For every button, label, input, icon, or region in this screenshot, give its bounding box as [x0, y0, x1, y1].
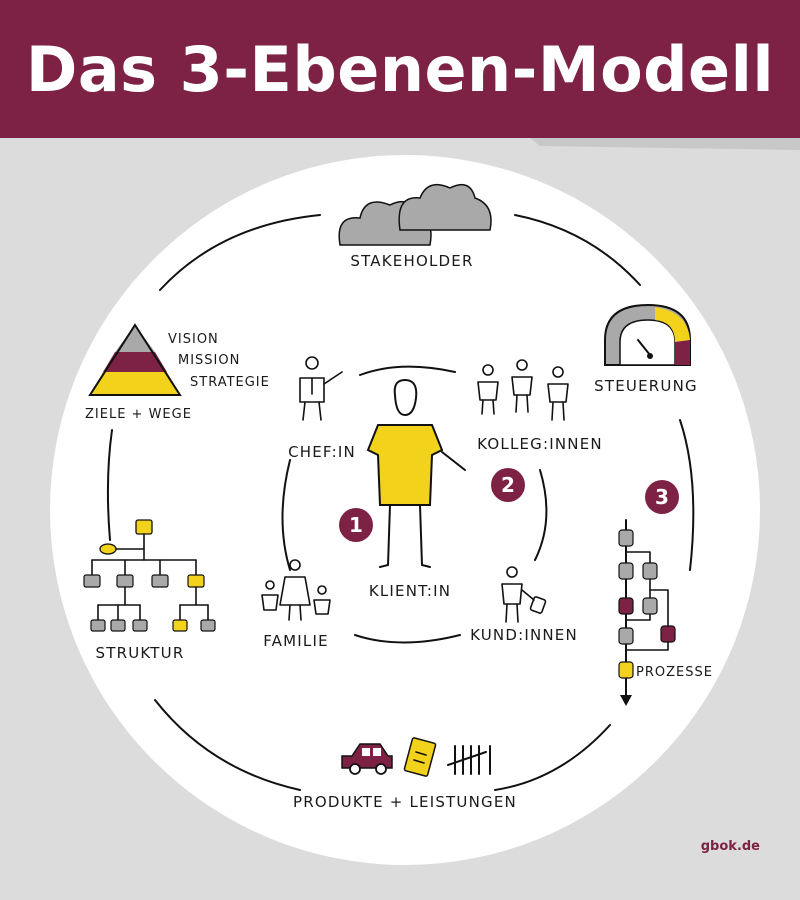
label-products: PRODUKTE + LEISTUNGEN [293, 793, 517, 811]
outer-circle [50, 155, 760, 865]
title-banner: Das 3-Ebenen-Modell [0, 0, 800, 138]
level-2-number: 2 [501, 473, 515, 497]
banner-shadow [530, 138, 800, 150]
label-structure: STRUKTUR [96, 644, 185, 662]
level-1-number: 1 [349, 513, 363, 537]
family-figure-icon [261, 559, 331, 621]
outer-ring [106, 214, 695, 791]
inner-ring [281, 365, 548, 644]
tally-marks-icon [447, 745, 491, 775]
customer-figure-icon [501, 566, 547, 623]
label-client: KLIENT:IN [369, 582, 451, 600]
label-steering: STEUERUNG [594, 377, 698, 395]
label-mission: MISSION [178, 353, 240, 368]
label-strategy: STRATEGIE [190, 375, 270, 390]
label-colleagues: KOLLEG:INNEN [477, 435, 603, 453]
gauge-icon [604, 303, 691, 366]
label-family: FAMILIE [263, 632, 329, 650]
process-flow-icon [618, 519, 676, 706]
boss-figure-icon [299, 356, 343, 421]
label-customers: KUND:INNEN [470, 626, 578, 644]
credit-text: gbok.de [700, 839, 760, 854]
org-chart-icon [83, 519, 216, 632]
cloud-icon [338, 183, 492, 246]
card-icon [403, 737, 437, 777]
car-icon [341, 743, 393, 775]
pyramid-icon [88, 323, 182, 396]
colleagues-figure-icon [477, 359, 569, 421]
label-stakeholder: STAKEHOLDER [350, 252, 473, 270]
page-title: Das 3-Ebenen-Modell [25, 32, 775, 106]
label-vision: VISION [168, 332, 219, 347]
label-processes: PROZESSE [636, 665, 713, 680]
level-3-number: 3 [655, 485, 669, 509]
level-1-badge: 1 [339, 508, 373, 542]
label-goals: ZIELE + WEGE [85, 407, 192, 422]
label-boss: CHEF:IN [288, 443, 356, 461]
client-figure-icon [366, 379, 466, 568]
level-2-badge: 2 [491, 468, 525, 502]
level-3-badge: 3 [645, 480, 679, 514]
